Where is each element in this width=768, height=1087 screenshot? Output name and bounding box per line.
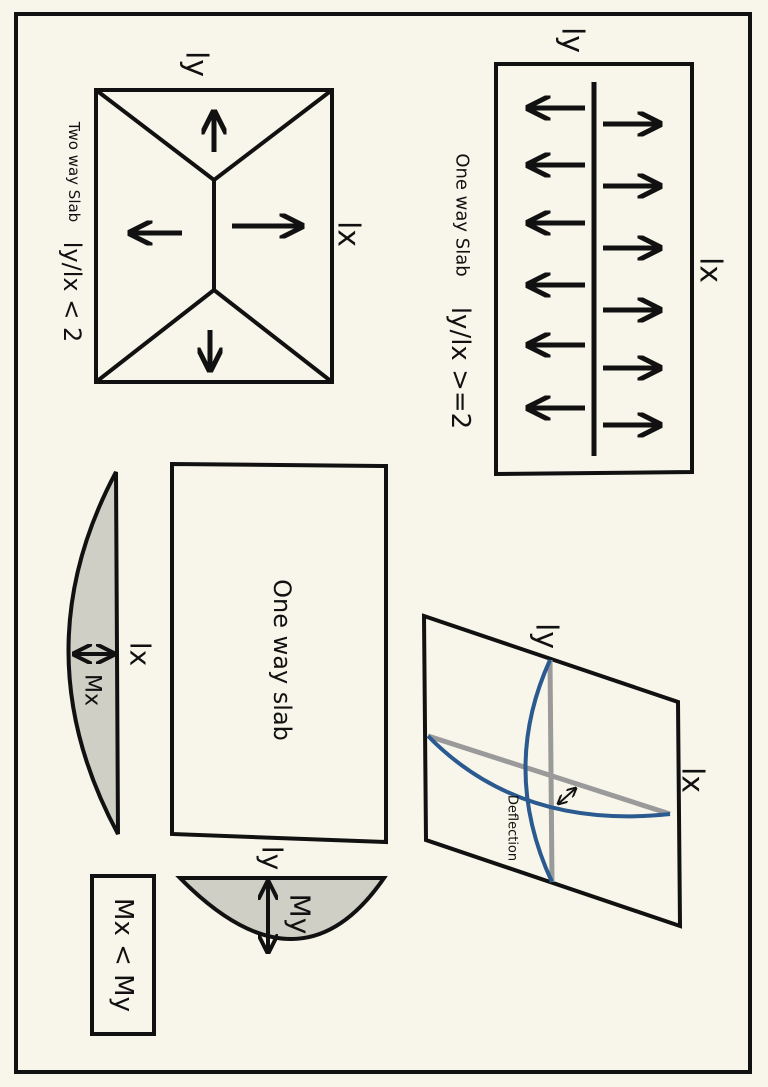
one-way-ly-label: ly <box>555 27 590 53</box>
deflection-ly-label: ly <box>529 623 564 649</box>
deflection-blue-curve-ly <box>523 659 554 883</box>
moment-panel: One way slab Mx lx My ly Mx < My <box>66 461 388 1036</box>
relation-box <box>90 874 156 1036</box>
relation-label: Mx < My <box>108 898 138 1012</box>
two-way-slab-panel: ly lx Two way Slab ly/lx < 2 <box>58 51 366 384</box>
deflection-gray-line-lx <box>427 733 671 817</box>
one-way-right-arrows <box>603 124 660 425</box>
deflection-caption: Deflection <box>505 795 520 861</box>
deflection-gray-line-ly <box>547 659 555 883</box>
two-way-condition: ly/lx < 2 <box>58 242 86 342</box>
mx-label: Mx <box>80 674 105 706</box>
one-way-left-arrows <box>528 108 585 408</box>
my-moment-diagram <box>175 876 388 941</box>
one-way-lx-label: lx <box>693 257 728 283</box>
moment-ly-label: ly <box>256 846 289 870</box>
two-way-ly-label: ly <box>179 51 214 77</box>
deflection-panel: ly lx Deflection <box>421 613 710 929</box>
my-label: My <box>284 894 317 935</box>
two-way-slab-outline <box>94 88 334 384</box>
two-way-title: Two way Slab <box>65 121 83 222</box>
two-way-lx-label: lx <box>331 221 366 247</box>
two-way-yield-lines <box>94 88 334 384</box>
moment-lx-label: lx <box>124 642 157 666</box>
one-way-slab-plan-label: One way slab <box>268 579 296 741</box>
one-way-slab-outline <box>494 62 694 477</box>
one-way-slab-plan <box>170 461 388 845</box>
deflection-slab-outline <box>421 613 683 929</box>
two-way-arrows <box>130 112 302 370</box>
one-way-condition: ly/lx >=2 <box>445 307 475 429</box>
one-way-title: One way Slab <box>452 153 473 276</box>
one-way-slab-panel: ly lx One way Slab ly/lx >=2 <box>445 27 728 477</box>
deflection-arrow <box>558 788 576 804</box>
deflection-lx-label: lx <box>675 767 710 793</box>
page-border <box>14 12 752 1074</box>
deflection-blue-curve-lx <box>426 734 671 819</box>
